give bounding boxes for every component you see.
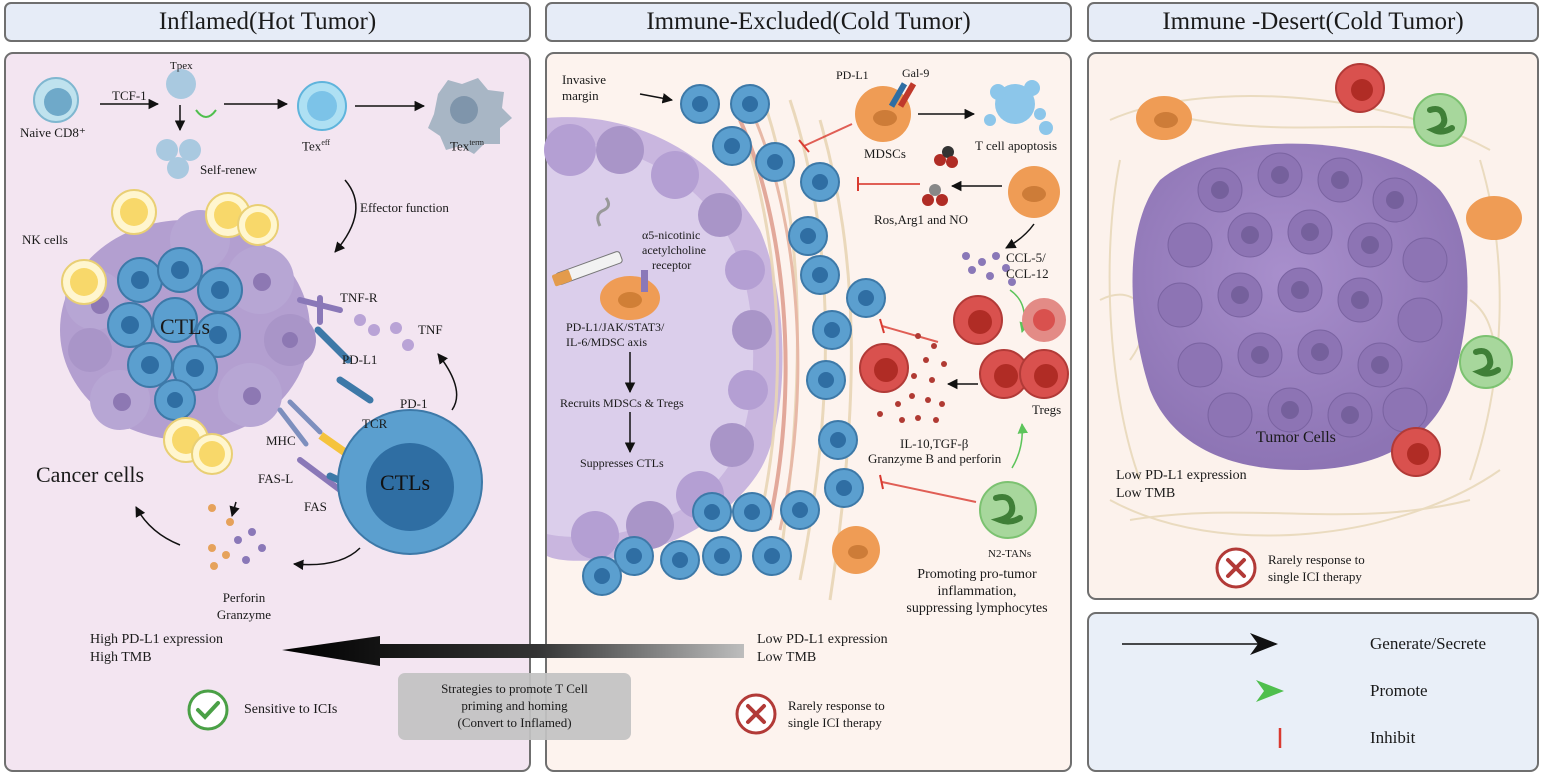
legend-generate-label: Generate/Secrete	[1370, 634, 1487, 653]
cytokine-dots	[877, 333, 947, 423]
label-granzyme: Granzyme	[216, 607, 272, 622]
label-ctls-cluster: CTLs	[160, 314, 211, 339]
label-cancer-cells: Cancer cells	[36, 462, 145, 487]
x-icon-excluded	[735, 693, 777, 735]
receptor-cell	[600, 270, 660, 320]
label-low-pdl1-ex: Low PD-L1 expression	[757, 632, 888, 647]
label-t-cell-apoptosis: T cell apoptosis	[975, 138, 1058, 153]
label-suppresses: Suppresses CTLs	[580, 456, 664, 470]
label-tregs: Tregs	[1032, 402, 1062, 417]
label-mdscs: MDSCs	[864, 146, 906, 161]
header-inflamed: Inflamed(Hot Tumor)	[4, 2, 531, 42]
label-promoting-3: suppressing lymphocytes	[906, 601, 1048, 616]
label-pd-l1-ex: PD-L1	[836, 68, 869, 82]
label-low-tmb-ex: Low TMB	[757, 650, 817, 665]
label-granzyme-b: Granzyme B and perforin	[868, 451, 1002, 466]
label-nk-cells: NK cells	[22, 232, 68, 247]
label-effector-function: Effector function	[360, 200, 449, 215]
label-il10: IL-10,TGF-β	[900, 436, 969, 451]
convert-arrow	[282, 636, 744, 666]
label-nicotinic-3: receptor	[652, 258, 692, 272]
tpex-cell	[156, 69, 201, 179]
legend-promote-arrow	[1122, 680, 1284, 702]
label-nicotinic-1: α5-nicotinic	[642, 228, 701, 242]
label-nicotinic-2: acetylcholine	[642, 243, 706, 257]
apoptotic-t-cell	[984, 80, 1053, 135]
label-sensitive: Sensitive to ICIs	[244, 702, 338, 717]
header-desert: Immune -Desert(Cold Tumor)	[1087, 2, 1539, 42]
label-strategy-1: Strategies to promote T Cell	[441, 681, 588, 696]
label-rarely-ex-1: Rarely response to	[788, 698, 885, 713]
treg-cells	[859, 295, 1069, 399]
nk-cells	[61, 189, 279, 475]
label-axis-2: IL-6/MDSC axis	[566, 335, 647, 349]
label-pd-1: PD-1	[400, 396, 428, 411]
label-tumor-cells: Tumor Cells	[1256, 429, 1336, 446]
naive-cd8-cell	[33, 77, 79, 123]
label-ctls-big: CTLs	[380, 470, 431, 495]
label-ccl-1: CCL-5/	[1006, 250, 1046, 265]
big-ctl-cell	[337, 409, 483, 555]
label-mhc: MHC	[266, 433, 296, 448]
label-margin: margin	[562, 88, 599, 103]
label-strategy-3: (Convert to Inflamed)	[457, 715, 572, 730]
label-ccl-2: CCL-12	[1006, 266, 1049, 281]
label-tnf: TNF	[418, 322, 443, 337]
label-gal9: Gal-9	[902, 66, 930, 80]
label-low-tmb-de: Low TMB	[1116, 486, 1176, 501]
tumor-mass-excluded	[544, 117, 783, 561]
n2-tan-cell	[979, 481, 1037, 539]
ccl-chemokines	[962, 252, 1016, 286]
label-strategy-2: priming and homing	[461, 698, 568, 713]
label-n2-tans: N2-TANs	[988, 548, 1032, 560]
label-rarely-de-2: single ICI therapy	[1268, 569, 1362, 584]
label-promoting-1: Promoting pro-tumor	[917, 567, 1037, 582]
label-naive-cd8: Naive CD8⁺	[20, 125, 86, 140]
legend-inhibit-label: Inhibit	[1370, 728, 1416, 747]
label-self-renew: Self-renew	[200, 162, 258, 177]
tnf-molecules	[354, 314, 414, 351]
label-low-pdl1-de: Low PD-L1 expression	[1116, 468, 1247, 483]
label-tcf1: TCF-1	[112, 88, 147, 103]
label-tnf-r: TNF-R	[340, 290, 378, 305]
label-rarely-ex-2: single ICI therapy	[788, 715, 882, 730]
label-axis-1: PD-L1/JAK/STAT3/	[566, 320, 665, 334]
ros-molecules	[922, 146, 958, 206]
mdsc-cells	[832, 82, 1060, 574]
label-pd-l1: PD-L1	[342, 352, 378, 367]
label-tpex: Tpex	[170, 60, 193, 72]
check-icon	[187, 689, 229, 731]
legend-generate-arrow	[1122, 633, 1278, 655]
label-high-tmb: High TMB	[90, 650, 152, 665]
label-ros: Ros,Arg1 and NO	[874, 212, 969, 227]
label-tcr: TCR	[362, 416, 388, 431]
label-perforin: Perforin	[222, 590, 266, 605]
t-cells-excluded	[582, 84, 886, 596]
label-fas-l: FAS-L	[258, 471, 294, 486]
label-high-pdl1: High PD-L1 expression	[90, 632, 223, 647]
strategy-box	[398, 673, 631, 740]
legend-inhibit-line	[1122, 728, 1282, 748]
label-invasive: Invasive	[562, 72, 607, 87]
tex-term-cell	[428, 78, 512, 154]
legend-promote-label: Promote	[1370, 681, 1428, 700]
label-recruits: Recruits MDSCs & Tregs	[560, 396, 684, 410]
label-tex-term: Texterm	[450, 138, 484, 154]
label-tex-eff: Texeff	[302, 138, 331, 154]
inhibit-lines	[798, 123, 977, 503]
label-rarely-de-1: Rarely response to	[1268, 552, 1365, 567]
tumor-mass-desert	[1132, 143, 1468, 470]
tex-eff-cell	[297, 81, 347, 131]
header-excluded: Immune-Excluded(Cold Tumor)	[545, 2, 1072, 42]
label-promoting-2: inflammation,	[937, 584, 1017, 599]
perforin-granules	[208, 504, 266, 570]
label-fas: FAS	[304, 499, 327, 514]
cigarette-icon	[552, 197, 623, 287]
x-icon-desert	[1215, 547, 1257, 589]
immune-cells-desert	[1136, 63, 1522, 477]
